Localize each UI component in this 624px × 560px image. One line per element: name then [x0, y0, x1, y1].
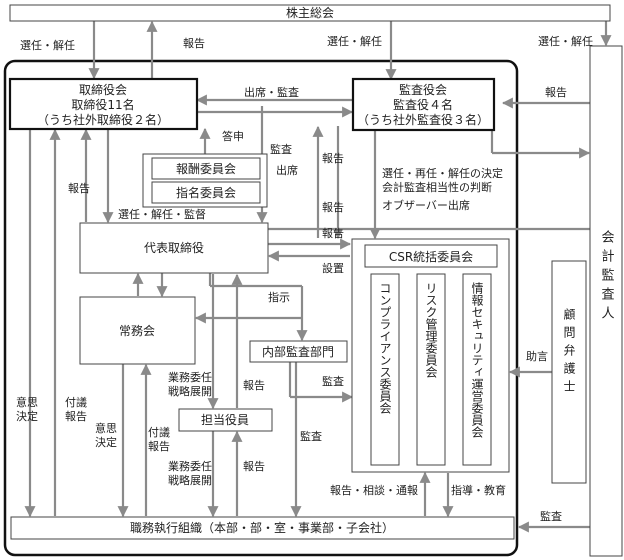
svg-text:報告: 報告	[183, 37, 205, 50]
svg-text:取締役会: 取締役会	[79, 82, 127, 97]
svg-text:（うち社外監査役３名）: （うち社外監査役３名）	[357, 112, 489, 127]
svg-text:報告: 報告	[243, 379, 265, 392]
board-box: 取締役会 取締役11名 （うち社外取締役２名）	[8, 77, 199, 131]
comp-committee: 報酬委員会	[176, 162, 236, 176]
svg-text:答申: 答申	[222, 129, 244, 143]
svg-text:選任・再任・解任の決定: 選任・再任・解任の決定	[382, 166, 503, 180]
svg-text:取締役11名: 取締役11名	[71, 97, 134, 112]
ceo-box: 代表取締役	[79, 222, 269, 274]
svg-text:顧問弁護士: 顧問弁護士	[562, 307, 576, 398]
risk-box	[416, 273, 446, 466]
nom-committee: 指名委員会	[176, 185, 236, 200]
svg-text:出席: 出席	[276, 163, 298, 177]
svg-text:報告: 報告	[322, 152, 344, 165]
svg-text:戦略展開: 戦略展開	[168, 384, 212, 398]
shareholders-label: 株主総会	[286, 5, 334, 20]
svg-text:監査役会: 監査役会	[399, 82, 447, 97]
svg-text:監査役４名: 監査役４名	[393, 97, 453, 112]
exec-committee-box: 常務会	[79, 296, 196, 365]
svg-text:報告・相談・通報: 報告・相談・通報	[330, 483, 418, 497]
svg-text:選任・解任: 選任・解任	[327, 34, 382, 48]
infosec-label: 情報セキュリティ運営委員会	[470, 282, 484, 439]
compliance-box	[370, 273, 400, 466]
company-frame	[3, 59, 519, 557]
svg-text:監査: 監査	[270, 142, 292, 156]
svg-text:業務委任: 業務委任	[168, 370, 212, 384]
svg-text:職務執行組織（本部・部・室・事業部・子会社）: 職務執行組織（本部・部・室・事業部・子会社）	[130, 520, 394, 535]
internal-audit-box: 内部監査部門	[249, 340, 348, 363]
svg-text:会計監査相当性の判断: 会計監査相当性の判断	[382, 180, 492, 194]
svg-text:選任・解任: 選任・解任	[20, 38, 75, 52]
svg-text:担当役員: 担当役員	[201, 412, 249, 427]
officer-box: 担当役員	[178, 408, 273, 432]
advisor-box: 顧問弁護士	[551, 260, 587, 484]
svg-text:報告: 報告	[68, 182, 90, 195]
compliance-label: コンプライアンス委員会	[378, 282, 392, 415]
svg-text:設置: 設置	[322, 261, 344, 275]
svg-text:報告: 報告	[545, 86, 567, 99]
svg-text:会計監査人: 会計監査人	[599, 230, 615, 325]
svg-text:選任・解任・監督: 選任・解任・監督	[118, 207, 206, 221]
accountant-box: 会計監査人	[589, 45, 623, 557]
svg-text:CSR統括委員会: CSR統括委員会	[389, 249, 473, 264]
svg-text:指示: 指示	[268, 290, 290, 304]
svg-text:戦略展開: 戦略展開	[168, 473, 212, 487]
svg-text:監査: 監査	[300, 429, 322, 443]
svg-text:報告: 報告	[322, 227, 344, 240]
svg-text:選任・解任: 選任・解任	[538, 34, 593, 48]
svg-text:指導・教育: 指導・教育	[451, 483, 506, 497]
svg-text:報告: 報告	[322, 201, 344, 214]
edge-labels: 選任・解任 報告 選任・解任 選任・解任 報告 出席・監査 答申 監査 出席 報…	[16, 34, 593, 523]
shareholders-box: 株主総会	[9, 4, 611, 22]
svg-text:助言: 助言	[526, 349, 548, 363]
exec-org-box: 職務執行組織（本部・部・室・事業部・子会社）	[10, 516, 515, 540]
intent-decision-mid: 意思決定	[95, 421, 117, 449]
svg-text:監査: 監査	[322, 374, 344, 388]
refer-report-mid: 付議報告	[148, 425, 170, 453]
svg-text:内部監査部門: 内部監査部門	[262, 344, 334, 359]
csr-group: CSR統括委員会 コンプライアンス委員会 リスク管理委員会 情報セキュリティ運営…	[351, 238, 510, 473]
risk-label: リスク管理委員会	[424, 282, 438, 379]
committees-group: 報酬委員会 指名委員会	[142, 153, 268, 208]
svg-text:代表取締役: 代表取締役	[144, 240, 204, 255]
svg-text:監査: 監査	[540, 509, 562, 523]
svg-text:（うち社外取締役２名）: （うち社外取締役２名）	[37, 112, 169, 127]
svg-text:出席・監査: 出席・監査	[244, 85, 299, 99]
svg-text:常務会: 常務会	[119, 324, 155, 338]
svg-text:報告: 報告	[243, 460, 265, 473]
svg-text:オブザーバー出席: オブザーバー出席	[382, 198, 470, 212]
infosec-box	[462, 273, 492, 466]
refer-report-left: 付議報告	[65, 395, 87, 423]
intent-decision-left: 意思決定	[16, 395, 38, 423]
svg-text:業務委任: 業務委任	[168, 459, 212, 473]
audit-board-box: 監査役会 監査役４名 （うち社外監査役３名）	[351, 77, 496, 132]
